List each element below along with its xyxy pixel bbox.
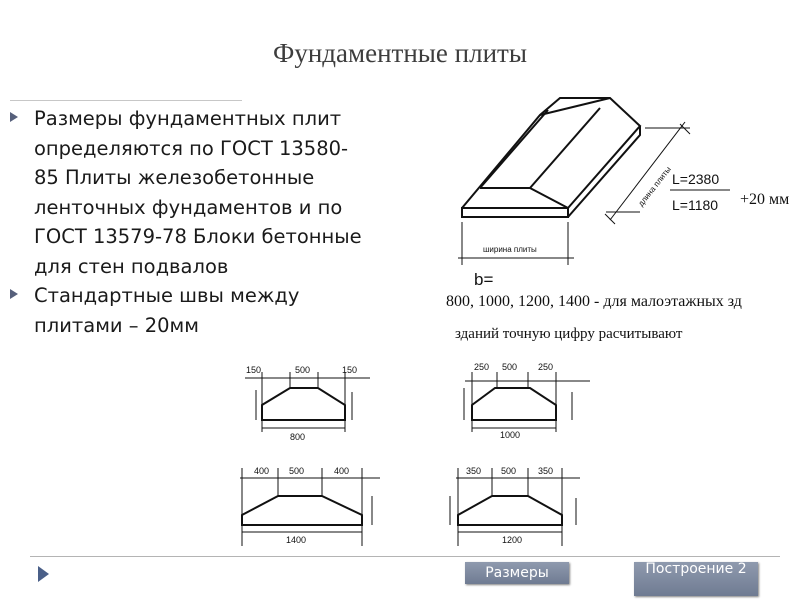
bullet-item: Стандартные швы между плитами – 20мм <box>10 281 370 340</box>
width-label: ширина плиты <box>483 245 537 254</box>
bullet-icon <box>10 289 18 299</box>
s1400-top-right: 400 <box>334 466 349 476</box>
section-800 <box>245 372 370 432</box>
s800-top-mid: 500 <box>295 365 310 375</box>
s1000-top-left: 250 <box>474 362 489 372</box>
build-button[interactable]: Построение 2 <box>634 562 758 596</box>
section-1200 <box>449 468 580 546</box>
length-value-2: L=1180 <box>672 197 718 213</box>
bullet-icon <box>10 112 18 122</box>
bullet-list: Размеры фундаментных плит определяются п… <box>10 104 370 340</box>
s800-top-left: 150 <box>246 365 261 375</box>
plate-dimensions <box>458 121 691 265</box>
s1200-top-mid: 500 <box>501 466 516 476</box>
length-label: длина плиты <box>636 165 673 208</box>
s1000-top-right: 250 <box>538 362 553 372</box>
s1200-base: 1200 <box>502 535 522 545</box>
bullet-item: Размеры фундаментных плит определяются п… <box>10 104 370 281</box>
s1200-top-left: 350 <box>466 466 481 476</box>
s1000-top-mid: 500 <box>502 362 517 372</box>
footer-divider <box>30 556 780 557</box>
slide-title: Фундаментные плиты <box>273 38 527 68</box>
s1400-top-left: 400 <box>254 466 269 476</box>
length-value-1: L=2380 <box>672 171 719 187</box>
section-1000 <box>463 372 590 432</box>
bullet-text: Размеры фундаментных плит определяются п… <box>34 107 362 278</box>
s1400-top-mid: 500 <box>289 466 304 476</box>
s800-top-right: 150 <box>342 365 357 375</box>
width-values: 800, 1000, 1200, 1400 - для малоэтажных … <box>446 293 742 310</box>
s1200-top-right: 350 <box>538 466 553 476</box>
width-note: зданий точную цифру расчитывают <box>455 326 683 342</box>
bullet-text: Стандартные швы между плитами – 20мм <box>34 284 300 337</box>
sizes-button[interactable]: Размеры <box>465 562 569 584</box>
length-allowance: +20 мм <box>740 191 789 208</box>
section-1400 <box>240 468 380 546</box>
plate-3d-figure <box>461 97 642 218</box>
width-b-label: b= <box>474 270 493 289</box>
nav-arrow-icon[interactable] <box>38 566 49 582</box>
title-divider <box>10 100 242 101</box>
s800-base: 800 <box>290 432 305 442</box>
s1400-base: 1400 <box>286 535 306 545</box>
s1000-base: 1000 <box>500 430 520 440</box>
